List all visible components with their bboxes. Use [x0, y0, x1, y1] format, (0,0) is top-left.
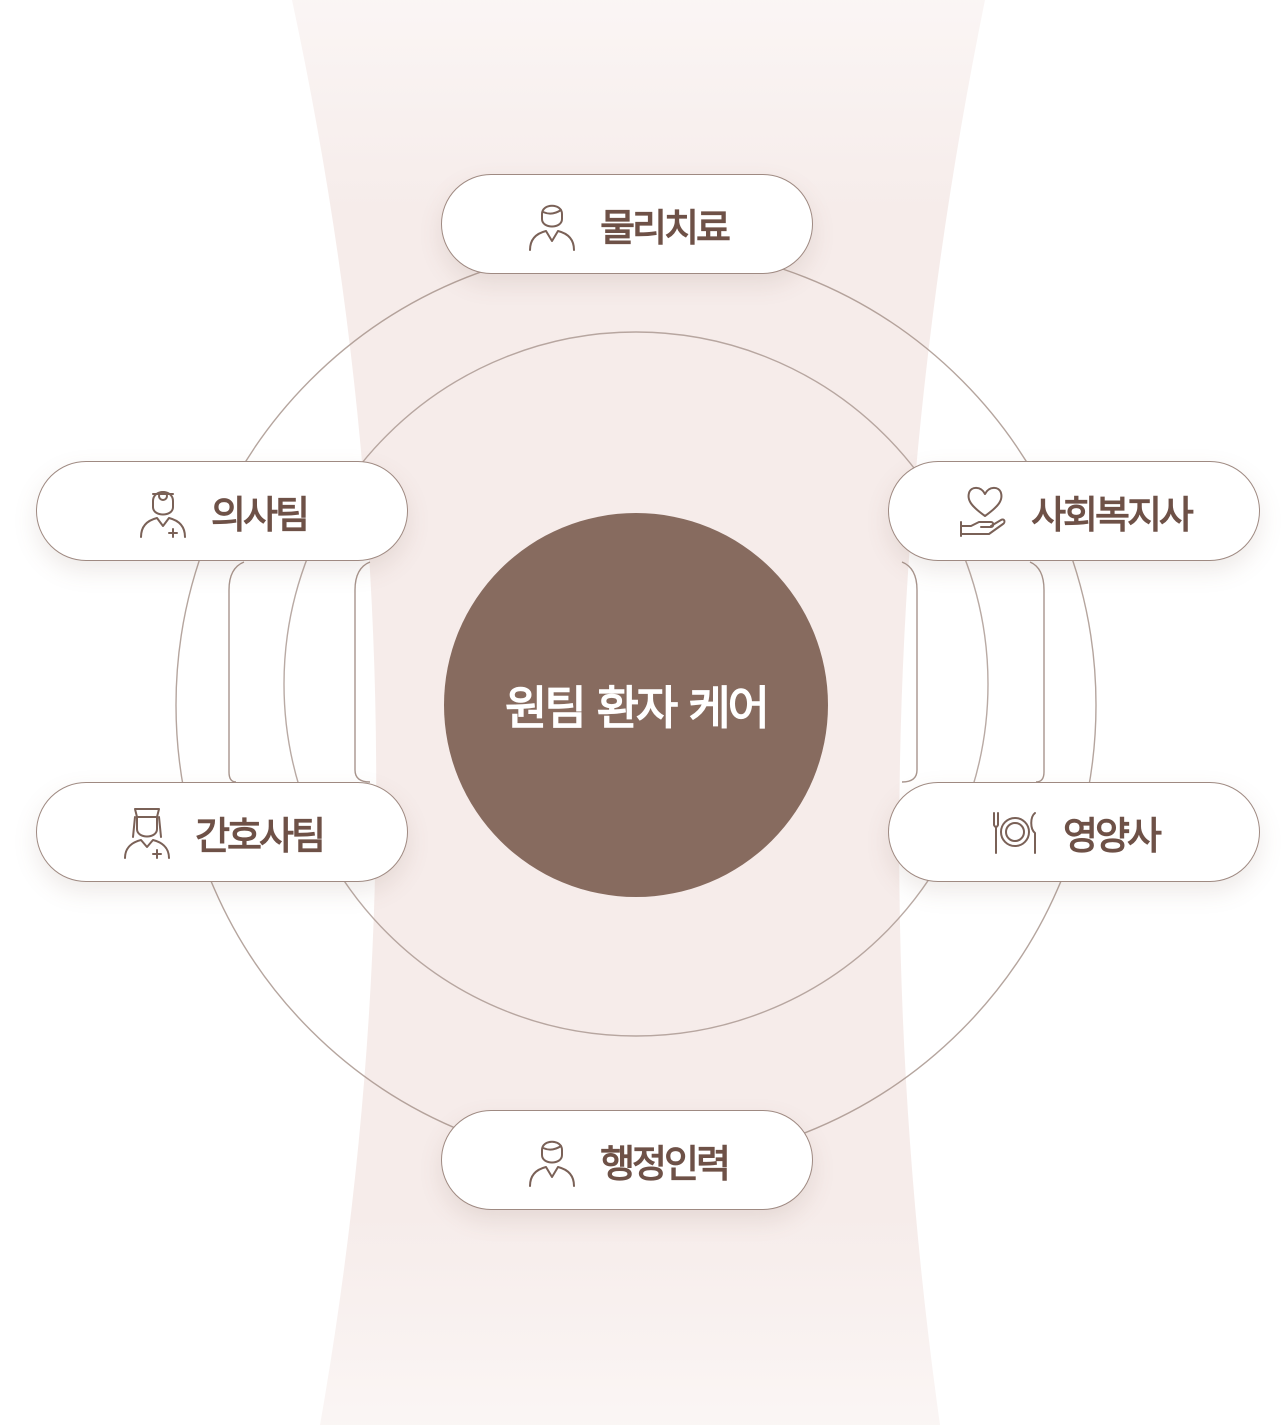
node-nutritionist: 영양사 [888, 782, 1260, 882]
left-inner-connector [354, 561, 371, 783]
right-outer-connector [1029, 561, 1045, 783]
center-circle: 원팀 환자 케어 [444, 513, 828, 897]
node-physical-therapy: 물리치료 [441, 174, 813, 274]
node-label: 의사팀 [211, 492, 310, 537]
person-icon [526, 195, 578, 253]
inner-ring [283, 331, 989, 1037]
node-label: 물리치료 [600, 205, 731, 250]
person-icon [526, 1131, 578, 1189]
left-outer-connector [228, 561, 245, 783]
center-label: 원팀 환자 케어 [505, 681, 770, 735]
node-nurse-team: 간호사팀 [36, 782, 408, 882]
node-social-worker: 사회복지사 [888, 461, 1260, 561]
node-administration: 행정인력 [441, 1110, 813, 1210]
node-doctor-team: 의사팀 [36, 461, 408, 561]
node-label: 간호사팀 [195, 813, 326, 858]
right-inner-connector [901, 561, 918, 783]
plate-cutlery-icon [989, 803, 1041, 861]
node-label: 행정인력 [600, 1141, 731, 1186]
nurse-icon [121, 803, 173, 861]
heart-hand-icon [957, 482, 1009, 540]
node-label: 사회복지사 [1031, 492, 1194, 537]
doctor-icon [137, 482, 189, 540]
node-label: 영양사 [1063, 813, 1162, 858]
